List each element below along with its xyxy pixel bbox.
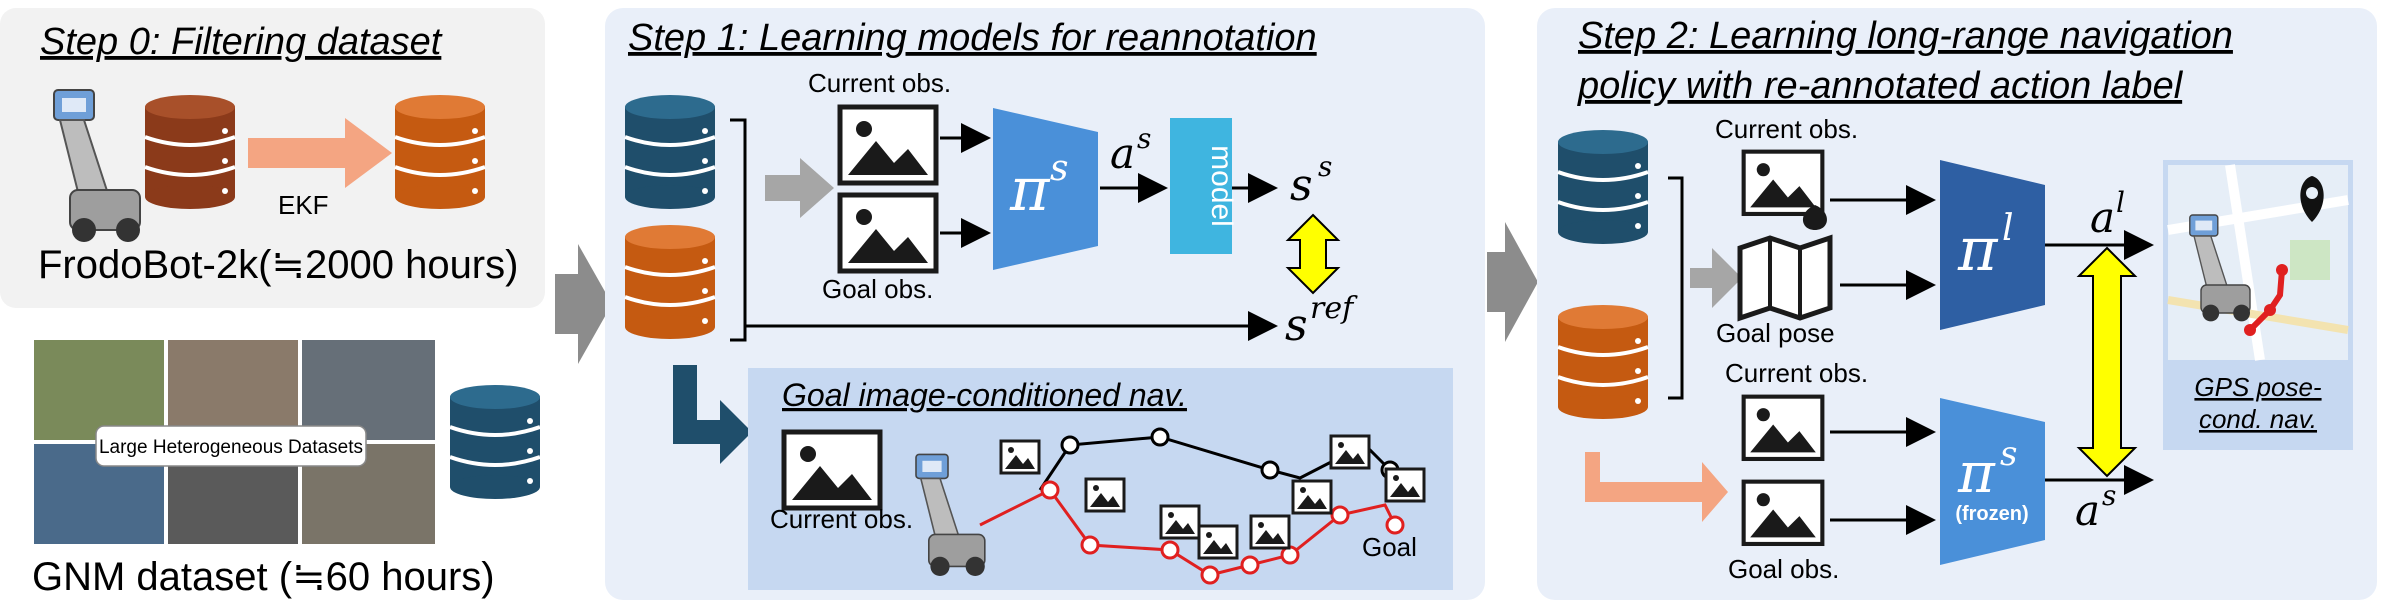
dataset-bracket: [1668, 176, 1684, 400]
policy-l-block: [1940, 160, 2045, 330]
gnm-dataset-label: GNM dataset (≒60 hours): [32, 555, 495, 599]
model-label: model: [1205, 145, 1238, 227]
action-s-symbol: a: [2075, 486, 2100, 535]
policy-s-superscript: s: [1050, 148, 1068, 189]
action-l-superscript: l: [2116, 186, 2125, 219]
current-obs-bottom-icon: [1744, 397, 1823, 459]
step0-to-step1-arrow: [555, 244, 612, 364]
step0-title: Step 0: Filtering dataset: [40, 21, 443, 63]
step1-title: Step 1: Learning models for reannotation: [628, 17, 1317, 59]
frodobot-to-frozen-arrow: [1585, 452, 1728, 522]
waypoint-image-icon: [1197, 524, 1239, 560]
gps-label-line2: cond. nav.: [2199, 404, 2317, 434]
frodobot-dataset-label: FrodoBot-2k(≒2000 hours): [38, 243, 518, 287]
ref-state-superscript: ref: [1310, 291, 1358, 326]
dataset-bracket: [730, 118, 747, 342]
database-gnm-icon: [623, 93, 717, 211]
policy-s-frozen-block: [1940, 398, 2045, 565]
state-s-symbol: s: [1290, 160, 1313, 211]
policy-l-symbol: π: [1957, 215, 1999, 285]
policy-s-symbol: π: [1009, 155, 1051, 225]
model-block: [1170, 118, 1232, 254]
reannotated-path: [979, 488, 1397, 577]
goal-pose-map-icon: [1737, 205, 1833, 322]
waypoint-image-icon: [1249, 514, 1291, 550]
current-obs-top-icon: [1744, 152, 1823, 214]
goal-obs-image-icon: [840, 195, 936, 271]
subpanel-arrow: [673, 365, 752, 464]
database-frodobot-filtered-icon: [393, 93, 487, 211]
collage-label: Large Heterogeneous Datasets: [99, 437, 363, 458]
policy-s-symbol: π: [1957, 441, 1996, 506]
gps-label-line1: GPS pose-: [2194, 372, 2322, 402]
subpanel-title: Goal image-conditioned nav.: [782, 377, 1187, 413]
waypoint-image-icon: [1159, 504, 1201, 540]
comparison-double-arrow: [2076, 246, 2138, 478]
database-frodobot-icon: [623, 223, 717, 341]
waypoint-image-icon: [1329, 434, 1371, 470]
waypoint-image-icon: [1291, 479, 1333, 515]
step2-title-line1: Step 2: Learning long-range navigation: [1578, 15, 2233, 57]
gps-map-image: [2167, 164, 2349, 361]
policy-s-superscript: s: [2000, 434, 2017, 474]
waypoint-image-icon: [1384, 467, 1426, 503]
current-obs-top-label: Current obs.: [1715, 114, 1858, 144]
sub-current-obs-icon: [784, 432, 880, 508]
sub-goal-label: Goal: [1362, 532, 1417, 562]
goal-obs-icon: [1744, 482, 1823, 544]
action-a-symbol: a: [1110, 129, 1135, 178]
filter-label: EKF: [278, 190, 329, 220]
current-obs-image-icon: [840, 107, 936, 183]
current-obs-bottom-label: Current obs.: [1725, 358, 1868, 388]
state-s-superscript: s: [1318, 150, 1332, 183]
waypoint-image-icon: [1084, 477, 1126, 513]
comparison-double-arrow: [1285, 213, 1341, 295]
dataset-collage: Large Heterogeneous Datasets: [32, 338, 437, 546]
goal-obs-label: Goal obs.: [822, 274, 933, 304]
goal-obs-label: Goal obs.: [1728, 554, 1839, 584]
current-obs-label: Current obs.: [808, 68, 951, 98]
action-l-symbol: a: [2090, 193, 2115, 242]
ref-state-symbol: s: [1285, 300, 1308, 351]
goal-pose-label: Goal pose: [1716, 318, 1835, 348]
filter-arrow: [248, 118, 392, 188]
policy-s-block: [993, 108, 1098, 270]
database-frodobot-icon: [1556, 303, 1650, 421]
action-s-superscript: s: [2102, 479, 2116, 512]
database-frodobot-raw-icon: [143, 93, 237, 211]
database-gnm-icon: [448, 383, 542, 501]
policy-l-superscript: l: [2002, 208, 2014, 249]
step1-to-step2-arrow: [1487, 222, 1538, 342]
action-a-superscript: s: [1137, 122, 1151, 155]
step2-title-line2: policy with re-annotated action label: [1577, 65, 2184, 107]
dataset-merge-arrow: [765, 158, 834, 218]
database-gnm-icon: [1556, 128, 1650, 246]
waypoint-image-icon: [999, 439, 1041, 475]
sub-current-obs-label: Current obs.: [770, 504, 913, 534]
frozen-label: (frozen): [1955, 503, 2028, 525]
dataset-merge-arrow: [1690, 248, 1742, 308]
